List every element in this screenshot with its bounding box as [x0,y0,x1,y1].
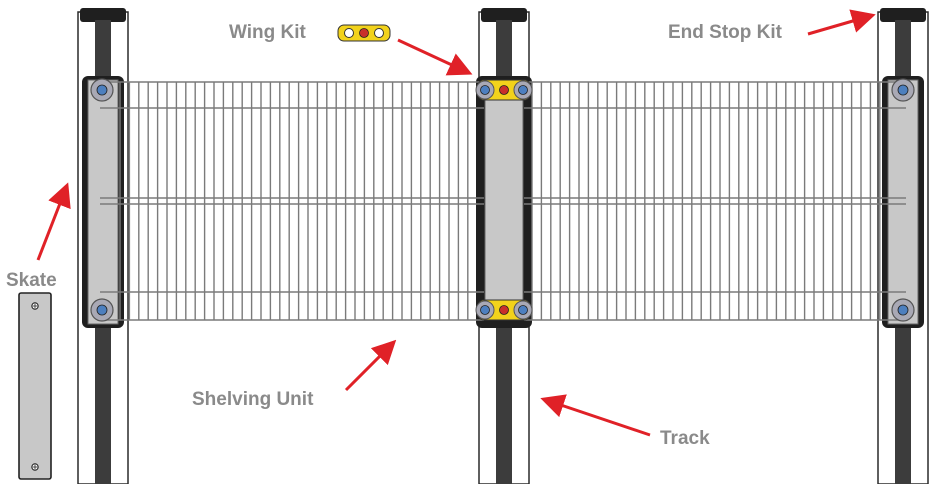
shelving-unit-label: Shelving Unit [192,389,314,410]
skate-legend-illustration [18,292,52,480]
wing-kit-top [475,79,533,101]
shelving-unit-right [524,81,906,321]
end-stop-kit-label: End Stop Kit [668,22,782,43]
skate-right [882,76,924,328]
wing-kit-arrow [397,38,473,76]
end-stop-kit-arrow [807,9,876,36]
wing-kit-label: Wing Kit [229,22,306,43]
wing-kit-legend-icon [337,24,391,42]
skate-label: Skate [6,270,57,291]
bolt-left-top [90,78,114,102]
skate-center [476,76,532,328]
track-arrow [540,394,651,437]
track-label: Track [660,428,710,449]
wing-kit-bottom [475,299,533,321]
bolt-left-bottom [90,298,114,322]
shelving-unit-arrow [344,339,397,392]
skate-left [82,76,124,328]
bolt-right-bottom [891,298,915,322]
bolt-right-top [891,78,915,102]
shelving-unit-left [100,81,484,321]
skate-arrow [36,182,71,261]
